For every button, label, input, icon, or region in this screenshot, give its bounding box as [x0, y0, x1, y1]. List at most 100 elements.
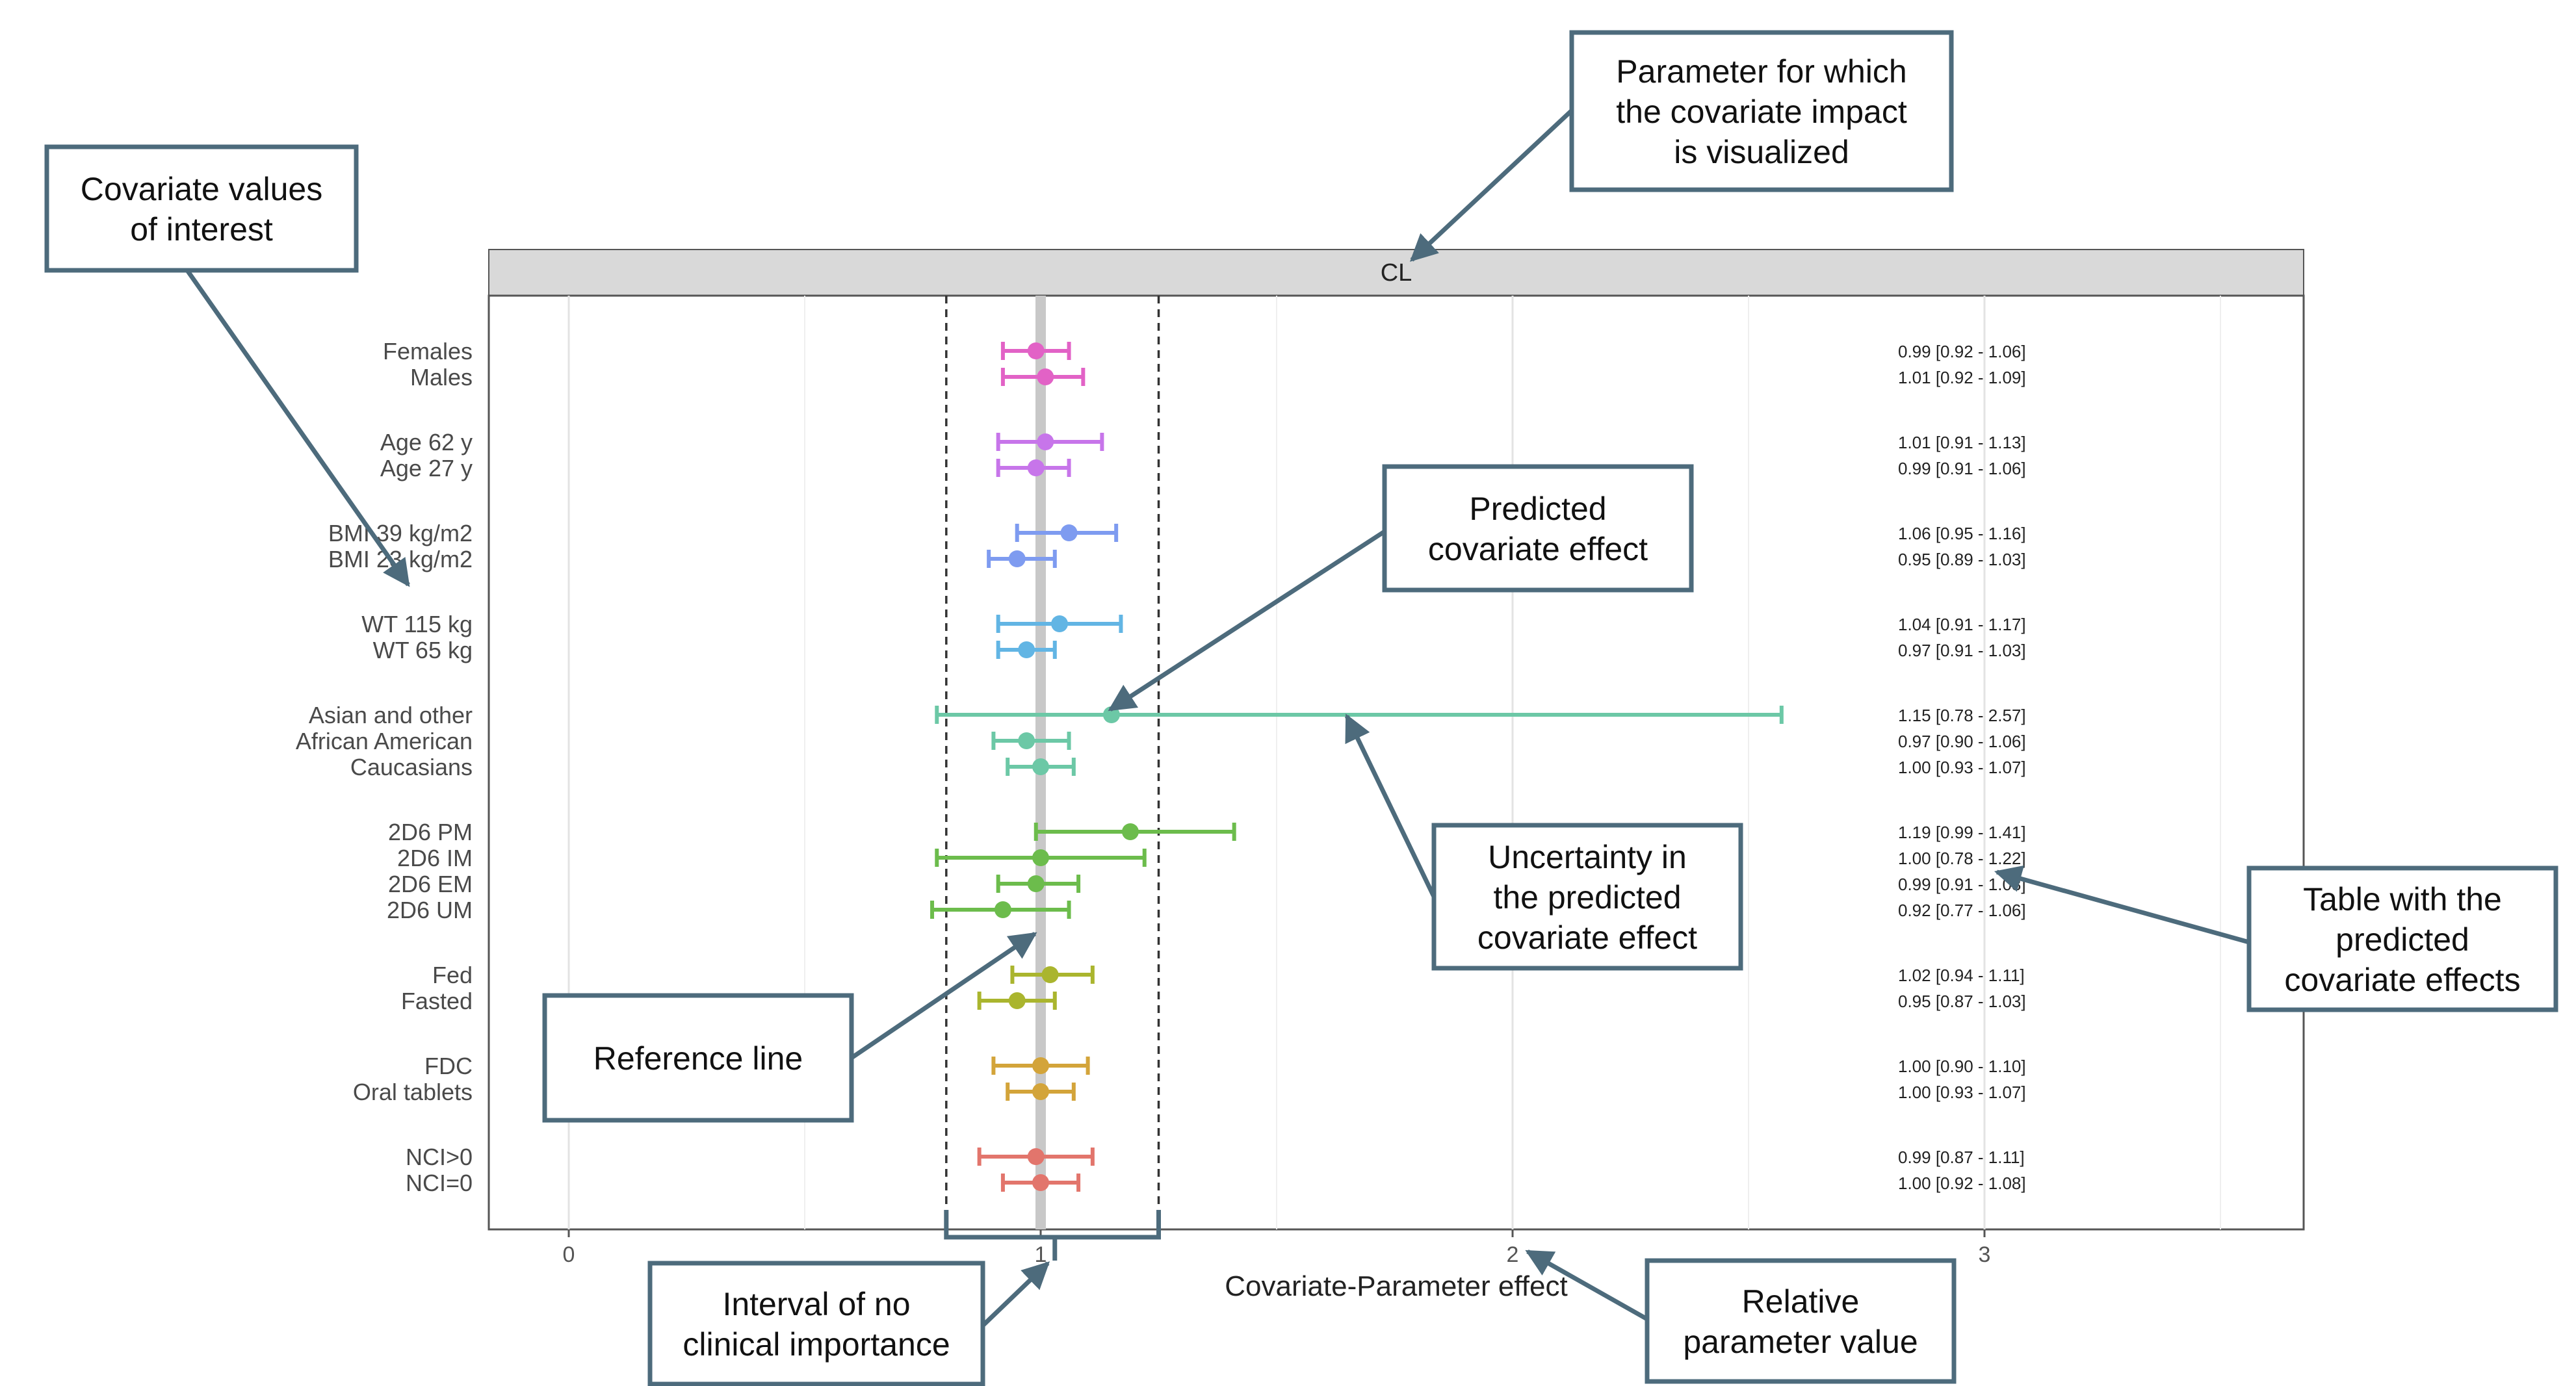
table-value: 1.19 [0.99 - 1.41] [1898, 823, 2026, 842]
x-tick-label: 0 [563, 1242, 575, 1267]
callout-arrow [1525, 1249, 1648, 1322]
forest-row [996, 641, 1057, 659]
callout-box [1382, 464, 1694, 593]
annotation-arrows [185, 109, 2250, 1328]
forest-row [977, 1148, 1095, 1166]
forest-row [987, 550, 1057, 568]
callout-relative-value: Relative parameter value [1645, 1258, 1957, 1384]
forest-row [996, 433, 1104, 451]
row-label: 2D6 EM [388, 871, 473, 897]
x-tick-label: 2 [1507, 1242, 1519, 1267]
forest-row [991, 732, 1071, 750]
forest-row [1015, 524, 1119, 542]
estimate-point [1008, 550, 1026, 567]
table-value: 0.99 [0.91 - 1.06] [1898, 459, 2026, 478]
estimate-point [1037, 433, 1054, 450]
table-value: 0.95 [0.87 - 1.03] [1898, 992, 2026, 1011]
callout-text: parameter value [1683, 1324, 1918, 1360]
callout-text: the predicted [1493, 879, 1681, 916]
callout-arrow [981, 1261, 1050, 1328]
forest-row [996, 615, 1123, 633]
table-value: 1.00 [0.90 - 1.10] [1898, 1057, 2026, 1076]
estimate-point [1027, 1148, 1045, 1165]
forest-row [1006, 758, 1076, 776]
row-label: Age 27 y [380, 455, 473, 481]
estimate-point [1027, 875, 1045, 892]
table-value: 0.95 [0.89 - 1.03] [1898, 550, 2026, 569]
estimate-point [1041, 966, 1059, 983]
table-value: 0.99 [0.91 - 1.08] [1898, 875, 2026, 894]
table-value: 1.02 [0.94 - 1.11] [1898, 966, 2025, 985]
estimate-point [1032, 1174, 1049, 1191]
callout-text: Covariate values [81, 171, 322, 207]
annotation-callouts: Covariate values of interest Parameter for… [44, 30, 2558, 1386]
forest-row [935, 849, 1147, 867]
table-value: 0.97 [0.90 - 1.06] [1898, 732, 2026, 751]
estimate-point [1032, 1057, 1049, 1074]
callout-box [1645, 1258, 1957, 1384]
callout-text: clinical importance [683, 1326, 950, 1363]
callout-text: the covariate impact [1616, 94, 1907, 130]
callout-arrow [1344, 713, 1437, 898]
callout-reference-line: Reference line [542, 993, 854, 1123]
table-value: 0.97 [0.91 - 1.03] [1898, 641, 2026, 660]
forest-row [1000, 1174, 1081, 1192]
callout-box [1431, 823, 1743, 971]
callout-arrow [850, 932, 1037, 1060]
table-value: 1.00 [0.93 - 1.07] [1898, 758, 2026, 777]
table-value: 1.04 [0.91 - 1.17] [1898, 615, 2026, 634]
estimate-point [1027, 459, 1045, 476]
estimate-point [994, 901, 1011, 918]
row-label: WT 115 kg [361, 611, 473, 637]
forest-row [996, 459, 1071, 477]
forest-row [996, 875, 1081, 893]
callout-text: of interest [130, 211, 273, 248]
forest-row [1034, 823, 1236, 841]
callout-text: Parameter for which [1616, 53, 1906, 90]
row-label: 2D6 IM [397, 845, 473, 871]
callout-text: Interval of no [722, 1286, 910, 1322]
table-value: 1.00 [0.78 - 1.22] [1898, 849, 2026, 868]
row-label: NCI=0 [406, 1170, 473, 1196]
callout-text: Uncertainty in [1488, 839, 1687, 875]
interval-bracket [944, 1210, 1161, 1240]
callout-box [44, 144, 359, 273]
row-label: 2D6 UM [387, 897, 473, 923]
callout-parameter: Parameter for which the covariate impact i… [1569, 30, 1954, 192]
row-label: Age 62 y [380, 429, 473, 456]
callout-text: is visualized [1674, 134, 1849, 170]
callout-text: covariate effect [1428, 531, 1648, 567]
callout-interval: Interval of no clinical importance [647, 1261, 985, 1386]
x-axis-title: Covariate-Parameter effect [1225, 1270, 1567, 1302]
row-label: BMI 39 kg/m2 [328, 520, 473, 546]
estimate-point [1051, 615, 1069, 632]
forest-row [1000, 368, 1086, 386]
forest-row [1010, 966, 1095, 984]
estimate-point [1018, 641, 1035, 658]
callout-text: Table with the [2303, 881, 2502, 918]
callout-box [2246, 866, 2558, 1012]
callout-arrow [185, 268, 410, 587]
row-label: Fasted [401, 988, 473, 1014]
row-label: Males [410, 364, 473, 391]
x-tick-label: 1 [1035, 1242, 1047, 1267]
forest-row [977, 992, 1057, 1010]
callout-box [542, 993, 854, 1123]
row-label: Females [383, 338, 473, 365]
callout-covariate-values: Covariate values of interest [44, 144, 359, 273]
estimate-point [1018, 732, 1035, 749]
callout-text: Relative [1742, 1283, 1860, 1320]
forest-row [991, 1057, 1090, 1075]
forest-row [1000, 342, 1071, 360]
callout-box [647, 1261, 985, 1386]
row-label: Caucasians [350, 754, 473, 780]
row-label: FDC [424, 1053, 473, 1079]
forest-row [1006, 1083, 1076, 1101]
panel-title: CL [1381, 259, 1412, 287]
callout-arrow [1108, 530, 1386, 712]
